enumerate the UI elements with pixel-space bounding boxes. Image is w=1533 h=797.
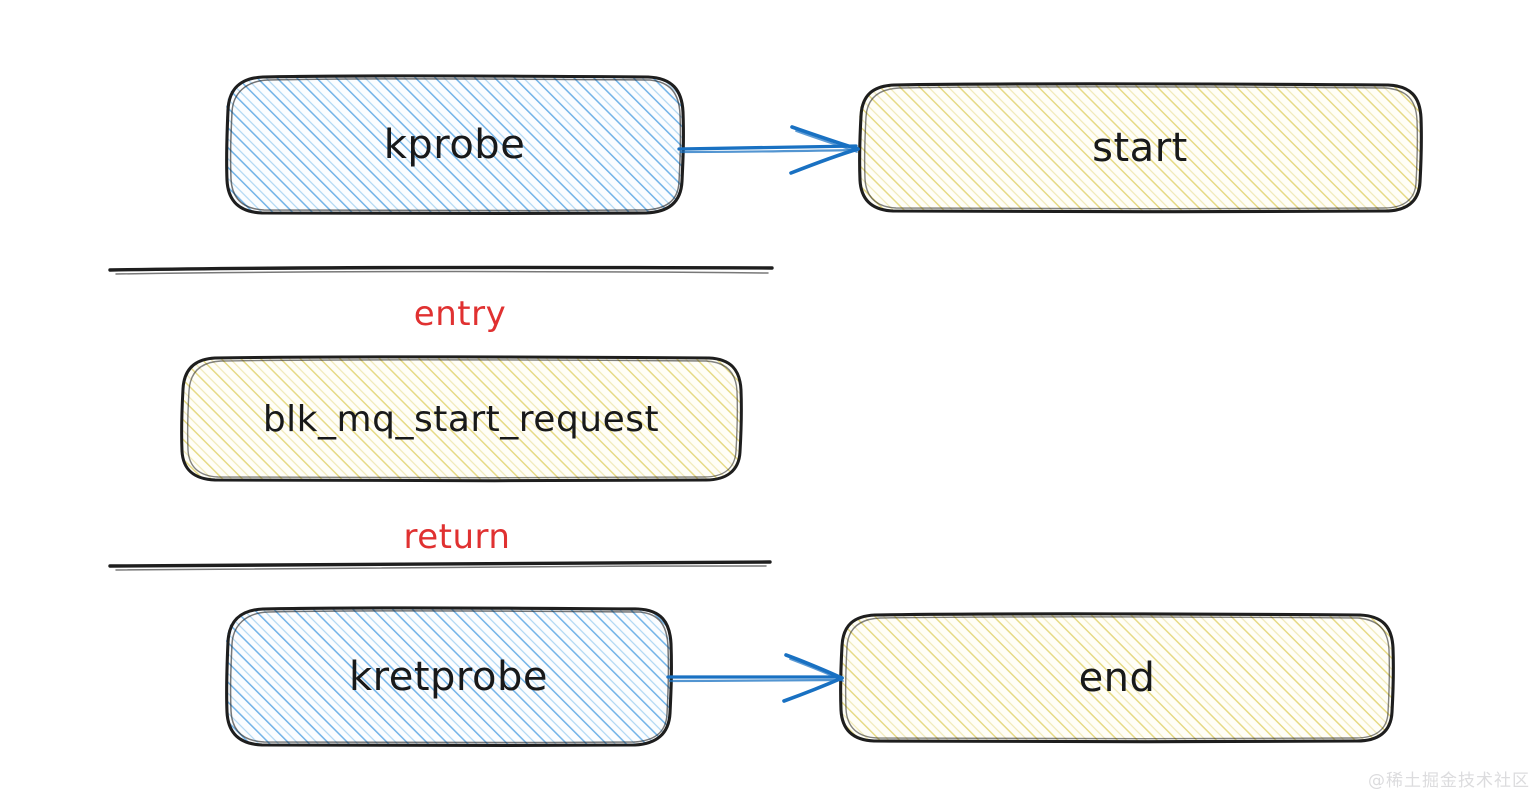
arrow-kretprobe-to-end-head-upper [784, 653, 844, 680]
arrow-kprobe-to-start [677, 125, 860, 175]
node-kprobe-fill [226, 76, 683, 213]
arrow-kprobe-to-start-head-upper [790, 125, 860, 151]
node-kretprobe-border [225, 606, 673, 747]
node-kprobe-border-2 [229, 78, 682, 212]
node-start-fill [859, 84, 1421, 211]
watermark: @稀土掘金技术社区 [1368, 771, 1530, 791]
arrow-kretprobe-to-end-head-lower [782, 676, 844, 703]
node-kretprobe-fill [226, 608, 671, 745]
separator-line-entry-stroke-2 [115, 270, 769, 275]
node-end-border [839, 612, 1395, 744]
node-kprobe[interactable] [225, 74, 685, 215]
node-blk-mq-start-request-border-2 [186, 359, 739, 479]
arrow-kprobe-to-start-head-upper-2 [795, 130, 858, 153]
node-kprobe-border [225, 74, 685, 215]
node-start[interactable] [858, 82, 1423, 214]
separator-line-return-stroke [108, 560, 772, 568]
node-start-border-2 [863, 86, 1419, 210]
node-start-border [858, 82, 1423, 214]
separator-line-entry [108, 265, 774, 275]
arrow-kretprobe-to-end [666, 653, 844, 703]
node-end[interactable] [839, 612, 1395, 744]
node-end-fill [841, 614, 1393, 741]
node-end-border-2 [844, 616, 1391, 740]
separator-line-return [108, 560, 772, 571]
arrow-kretprobe-to-end-head-upper-2 [789, 658, 844, 682]
separator-line-entry-stroke [108, 265, 774, 272]
arrow-kprobe-to-start-head-lower [789, 147, 860, 175]
separator-label-return: return [403, 517, 511, 557]
node-blk-mq-start-request[interactable] [180, 355, 743, 483]
arrow-kprobe-to-start-shaft-2 [679, 148, 859, 154]
node-blk-mq-start-request-fill [182, 357, 741, 481]
arrow-kretprobe-to-end-shaft-2 [668, 678, 843, 683]
arrow-kprobe-to-start-shaft [677, 144, 858, 151]
separator-label-entry: entry [413, 294, 507, 334]
node-kretprobe-border-2 [229, 610, 670, 744]
node-kretprobe[interactable] [225, 606, 673, 747]
node-blk-mq-start-request-border [180, 355, 743, 483]
